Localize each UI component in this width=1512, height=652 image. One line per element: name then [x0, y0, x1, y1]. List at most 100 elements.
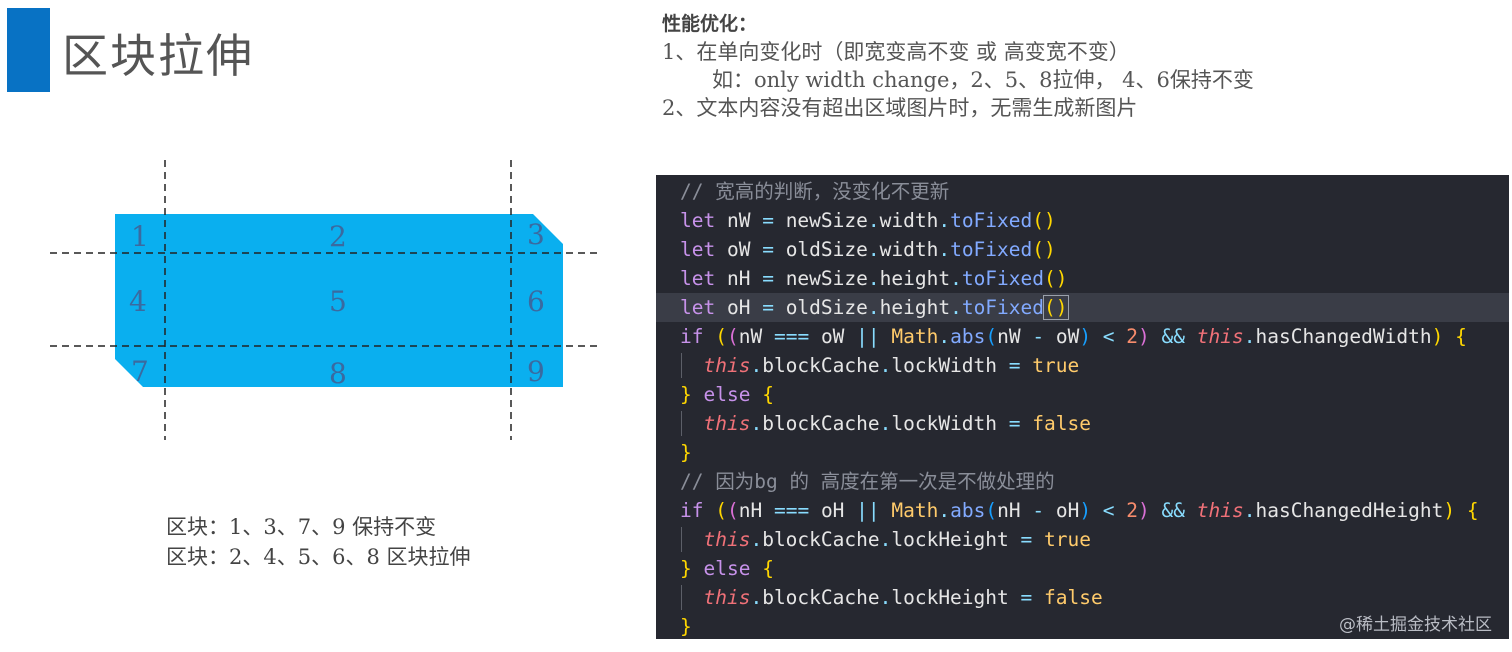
block-legend: 区块：1、3、7、9 保持不变 区块：2、4、5、6、8 区块拉伸: [166, 512, 470, 572]
code-token: ||: [856, 499, 892, 522]
code-token: nH: [997, 499, 1033, 522]
code-token: }: [680, 557, 704, 580]
code-line: this.blockCache.lockWidth = false: [656, 409, 1509, 438]
code-token: ): [1138, 499, 1150, 522]
code-line-text: // 因为bg 的 高度在第一次是不做处理的: [656, 470, 1055, 493]
code-line: // 因为bg 的 高度在第一次是不做处理的: [656, 467, 1509, 496]
code-token: true: [1043, 528, 1091, 551]
code-token: [1455, 499, 1467, 522]
code-token: ): [1079, 325, 1092, 348]
code-token: this: [1196, 325, 1244, 348]
code-token: oW: [726, 238, 763, 261]
indent-guide: [681, 411, 682, 436]
code-token: .: [950, 296, 962, 319]
code-token: let: [680, 209, 727, 232]
slide-title: 区块拉伸: [62, 29, 254, 83]
code-token: height: [879, 267, 951, 290]
block-label-9: 9: [527, 355, 545, 388]
code-token: =: [762, 296, 786, 319]
code-token: lockHeight: [891, 528, 1021, 551]
code-token: ===: [773, 325, 821, 348]
code-token: this: [703, 354, 751, 377]
block-label-3: 3: [527, 218, 545, 251]
code-line-text: this.blockCache.lockHeight = true: [656, 528, 1091, 551]
legend-fixed-blocks: 区块：1、3、7、9 保持不变: [166, 515, 437, 539]
code-token: =: [762, 209, 786, 232]
code-token: =: [1008, 354, 1033, 377]
code-line: }: [656, 438, 1509, 467]
code-token: ): [1138, 325, 1150, 348]
code-token: oW: [820, 325, 857, 348]
code-line-text: let oW = oldSize.width.toFixed(): [656, 238, 1056, 261]
code-token: (: [715, 325, 727, 348]
code-line: if ((nW === oW || Math.abs(nW - oW) < 2)…: [656, 322, 1509, 351]
block-label-7: 7: [131, 355, 149, 388]
code-token: (: [726, 499, 739, 522]
code-token: {: [1455, 325, 1467, 348]
code-token: abs: [950, 325, 986, 348]
code-token: &&: [1149, 325, 1197, 348]
code-token: width: [879, 238, 939, 261]
code-token: lockWidth: [891, 412, 1009, 435]
code-token: this: [1196, 499, 1244, 522]
code-token: nH: [738, 499, 774, 522]
code-line-text: let oH = oldSize.height.toFixed(): [656, 295, 1069, 320]
code-token: .: [1243, 325, 1256, 348]
code-token: blockCache: [762, 586, 880, 609]
code-token: // 因为bg 的 高度在第一次是不做处理的: [680, 470, 1055, 493]
code-line-text: }: [656, 441, 692, 464]
code-token: [680, 586, 703, 609]
code-token: this: [703, 412, 751, 435]
code-line: let nH = newSize.height.toFixed(): [656, 264, 1509, 293]
code-token: -: [1032, 499, 1056, 522]
code-token: newSize: [785, 267, 868, 290]
code-line-text: if ((nH === oH || Math.abs(nH - oH) < 2)…: [656, 499, 1479, 522]
code-token: }: [680, 615, 692, 638]
code-token: .: [867, 238, 880, 261]
code-token: }: [680, 441, 692, 464]
code-line-text: // 宽高的判断，没变化不更新: [656, 180, 949, 203]
indent-guide: [681, 527, 682, 552]
code-line-text: this.blockCache.lockHeight = false: [656, 586, 1102, 609]
code-line: } else {: [656, 380, 1509, 409]
code-token: let: [680, 296, 727, 319]
code-line-text: } else {: [656, 383, 774, 406]
code-token: oH: [726, 296, 763, 319]
code-token: (: [726, 325, 739, 348]
notes-item-2: 2、文本内容没有超出区域图片时，无需生成新图片: [662, 96, 1138, 120]
stretch-region-shape: [115, 214, 563, 387]
code-token: (: [985, 499, 998, 522]
indent-guide: [681, 353, 682, 378]
code-line-text: } else {: [656, 557, 774, 580]
code-line: let nW = newSize.width.toFixed(): [656, 206, 1509, 235]
code-token: oH: [1055, 499, 1080, 522]
code-line-text: this.blockCache.lockWidth = false: [656, 412, 1090, 435]
code-token: blockCache: [762, 528, 880, 551]
code-token: {: [762, 383, 774, 406]
watermark: @稀土掘金技术社区: [1339, 615, 1492, 635]
code-token: oH: [820, 499, 857, 522]
code-token: toFixed: [961, 296, 1045, 319]
code-token: <: [1091, 499, 1127, 522]
title-accent-bar: [7, 8, 50, 92]
code-token: oW: [1055, 325, 1080, 348]
block-label-5: 5: [329, 285, 347, 318]
code-token: nW: [738, 325, 774, 348]
notes-item-1-example: 如：only width change，2、5、8拉伸， 4、6保持不变: [712, 68, 1254, 92]
code-token: blockCache: [762, 412, 880, 435]
code-line: }: [656, 612, 1509, 641]
code-token: .: [938, 238, 951, 261]
code-token: .: [938, 209, 951, 232]
code-token: lockHeight: [891, 586, 1021, 609]
block-label-6: 6: [527, 285, 545, 318]
code-token: .: [879, 412, 892, 435]
code-line: this.blockCache.lockHeight = false: [656, 583, 1509, 612]
code-token: newSize: [785, 209, 868, 232]
code-token: .: [750, 528, 763, 551]
code-token: (): [1032, 209, 1056, 232]
code-token: {: [762, 557, 774, 580]
code-line-text: let nW = newSize.width.toFixed(): [656, 209, 1056, 232]
code-token: // 宽高的判断，没变化不更新: [680, 180, 950, 203]
code-token: width: [879, 209, 939, 232]
